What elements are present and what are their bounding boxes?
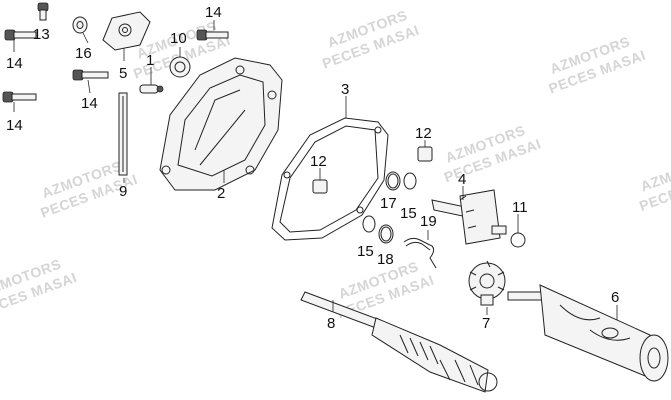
seal-10: [169, 56, 191, 78]
dowel-12-lower: [312, 179, 328, 194]
o-ring-11: [510, 232, 526, 248]
watermark-layer: AZMOTORS PECES MASAI AZMOTORS PECES MASA…: [0, 7, 671, 322]
callout-14-middle: 14: [81, 95, 98, 112]
washer-16: [72, 16, 88, 34]
callout-1: 1: [146, 52, 154, 69]
gear-7: [468, 260, 506, 306]
pin-1: [139, 84, 164, 94]
shaft-4: [431, 189, 507, 245]
circlip-15-lower: [362, 215, 376, 233]
circlip-15-upper: [403, 172, 417, 190]
dowel-12-upper: [417, 146, 433, 162]
callout-18: 18: [377, 251, 394, 268]
bolt-14-top-right: [196, 29, 229, 41]
callout-14-top-right: 14: [205, 4, 222, 21]
callout-15-lower: 15: [357, 243, 374, 260]
watermark: AZMOTORS PECES MASAI: [637, 151, 671, 214]
callout-15-upper: 15: [400, 205, 417, 222]
callout-17: 17: [380, 195, 397, 212]
callout-12-lower: 12: [310, 153, 327, 170]
gasket-3: [271, 117, 389, 241]
shift-shaft-8: [300, 291, 498, 393]
callout-11: 11: [512, 199, 528, 216]
ring-18: [378, 224, 394, 244]
plate-5: [102, 11, 151, 51]
callout-6: 6: [611, 289, 619, 306]
callout-layer: 1 2 3 4 5 6 7 8 9 10 11 12 12 13 14 14 1…: [6, 4, 619, 332]
callout-14-lower-left: 14: [6, 117, 23, 134]
callout-12-upper: 12: [415, 125, 432, 142]
watermark: AZMOTORS PECES MASAI: [442, 122, 543, 185]
shift-drum-6: [507, 284, 669, 382]
bolt-14-lower-left: [2, 91, 37, 103]
callout-16: 16: [75, 45, 92, 62]
callout-4: 4: [458, 171, 466, 188]
watermark: AZMOTORS PECES MASAI: [0, 256, 79, 319]
strip-9: [118, 92, 128, 176]
cover-2: [159, 57, 283, 191]
watermark: AZMOTORS PECES MASAI: [546, 33, 647, 96]
bolt-13: [37, 2, 49, 21]
watermark: AZMOTORS PECES MASAI: [320, 7, 421, 72]
leader-lines: [13, 20, 618, 320]
callout-9: 9: [119, 183, 127, 200]
callout-2: 2: [217, 185, 225, 202]
callout-10: 10: [170, 30, 187, 47]
bolt-14-middle: [72, 69, 109, 81]
callout-14-upper-left: 14: [6, 55, 23, 72]
ring-17: [385, 171, 401, 191]
callout-13: 13: [33, 26, 50, 43]
callout-8: 8: [327, 315, 335, 332]
bolt-14-upper-left: [4, 29, 37, 41]
callout-5: 5: [119, 65, 127, 82]
callout-19: 19: [420, 213, 437, 230]
spring-19: [403, 237, 437, 269]
callout-3: 3: [341, 81, 349, 98]
callout-7: 7: [482, 315, 490, 332]
